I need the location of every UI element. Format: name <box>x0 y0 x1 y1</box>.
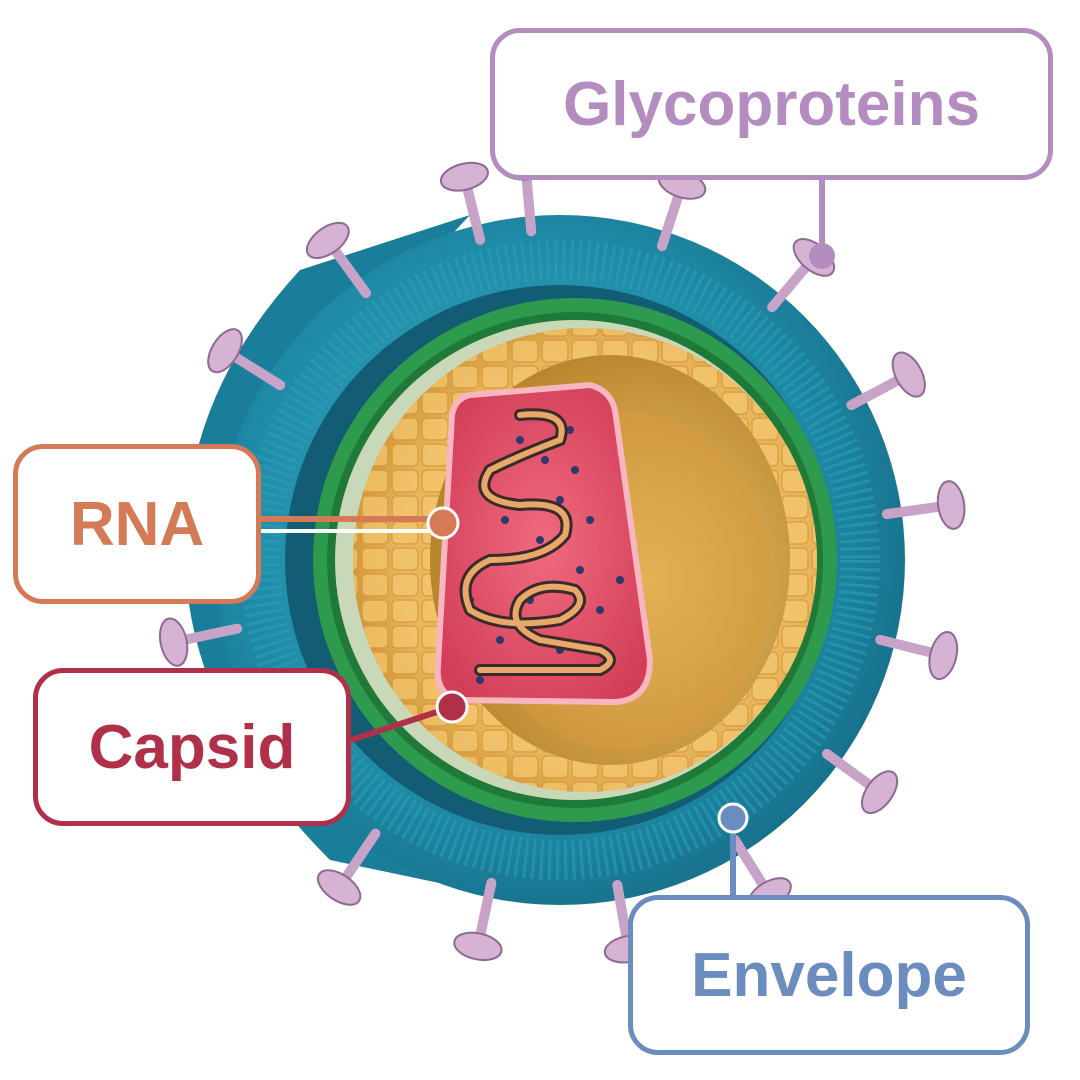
glycoprotein-head <box>316 869 362 906</box>
glycoprotein-head <box>207 328 243 374</box>
capsid-label: Capsid <box>33 668 351 826</box>
glycoproteins-label-text: Glycoproteins <box>563 69 980 139</box>
glycoproteins-label: Glycoproteins <box>490 28 1053 180</box>
rna-leader <box>261 506 460 540</box>
glycoprotein-head <box>928 631 959 681</box>
envelope-label: Envelope <box>628 895 1030 1055</box>
glycoprotein-head <box>936 480 966 530</box>
capsid-label-text: Capsid <box>88 712 296 782</box>
glycoprotein-head <box>891 351 926 398</box>
glycoprotein-head <box>453 931 503 962</box>
glycoproteins-leader <box>809 180 835 269</box>
rna-label-text: RNA <box>69 489 205 559</box>
glycoprotein-head <box>158 617 189 667</box>
rna-core <box>434 381 654 706</box>
rna-label: RNA <box>13 444 261 604</box>
glycoprotein-head <box>305 221 350 260</box>
envelope-leader <box>717 802 749 895</box>
glycoprotein-head <box>860 770 899 815</box>
capsid-leader <box>350 690 469 743</box>
envelope-label-text: Envelope <box>691 940 967 1010</box>
glycoprotein-head <box>439 161 489 192</box>
